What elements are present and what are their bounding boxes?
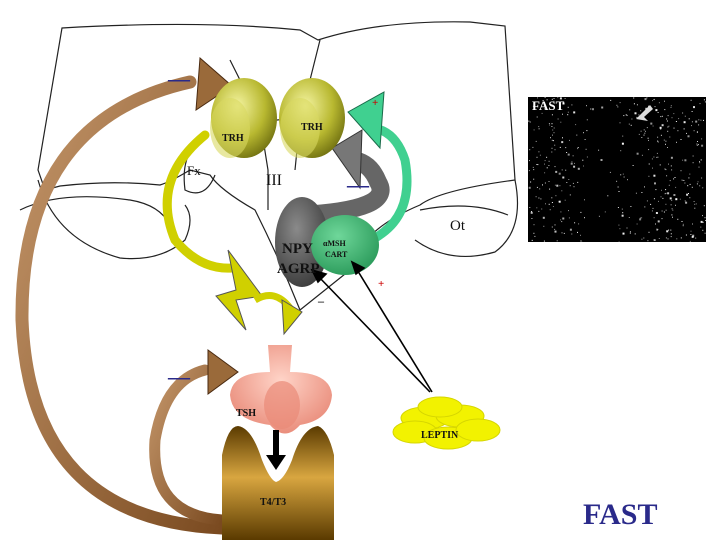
brown-feedback-arrow-outer: [15, 56, 233, 535]
brown-feedback-arrow-inner: [149, 349, 239, 526]
tsh-pituitary: [230, 345, 332, 434]
leptin-cluster: [392, 396, 501, 450]
label-amsh: αMSH: [323, 239, 346, 248]
label-third-ventricle: III: [266, 172, 282, 189]
sign-minus-tsh: —: [167, 364, 191, 389]
label-npy: NPY: [282, 241, 313, 257]
sign-minus-leptin-npy: –: [317, 294, 325, 308]
brain-outline: [19, 21, 519, 311]
sign-minus-npy-trh: —: [346, 172, 370, 197]
sign-plus-amsh-trh: +: [372, 97, 378, 109]
arrow-marker-icon: [636, 105, 653, 121]
label-ot: Ot: [450, 218, 466, 234]
inset-title: FAST: [532, 98, 565, 113]
grey-arrow-npy-to-trh: [299, 129, 390, 224]
fast-caption: FAST: [583, 498, 658, 531]
label-trh-left: TRH: [222, 133, 244, 144]
leptin-arrows: [310, 260, 433, 393]
trh-neuron-left: [210, 78, 277, 158]
tsh-to-thyroid-arrow: [266, 430, 286, 470]
sign-plus-leptin-amsh: +: [378, 278, 384, 290]
label-cart: CART: [325, 250, 348, 259]
fast-micrograph-inset: FAST: [528, 97, 706, 242]
micrograph-speckle: [528, 97, 706, 242]
trh-neuron-right: [279, 78, 345, 158]
label-agrp: AGRP: [277, 261, 320, 277]
label-trh-right: TRH: [301, 122, 323, 133]
label-tsh: TSH: [236, 408, 256, 419]
green-arrow-amsh-to-trh: [347, 91, 412, 243]
amsh-cart-neuron: [311, 215, 379, 275]
label-t4t3: T4/T3: [260, 497, 286, 508]
label-leptin: LEPTIN: [421, 430, 459, 441]
npy-agrp-neuron: [275, 197, 329, 287]
label-fx: Fx: [187, 163, 201, 178]
yellow-arrow-trh-to-tsh: [162, 130, 303, 336]
sign-minus-top-left: —: [167, 66, 191, 91]
thyroid-gland: [222, 426, 334, 540]
